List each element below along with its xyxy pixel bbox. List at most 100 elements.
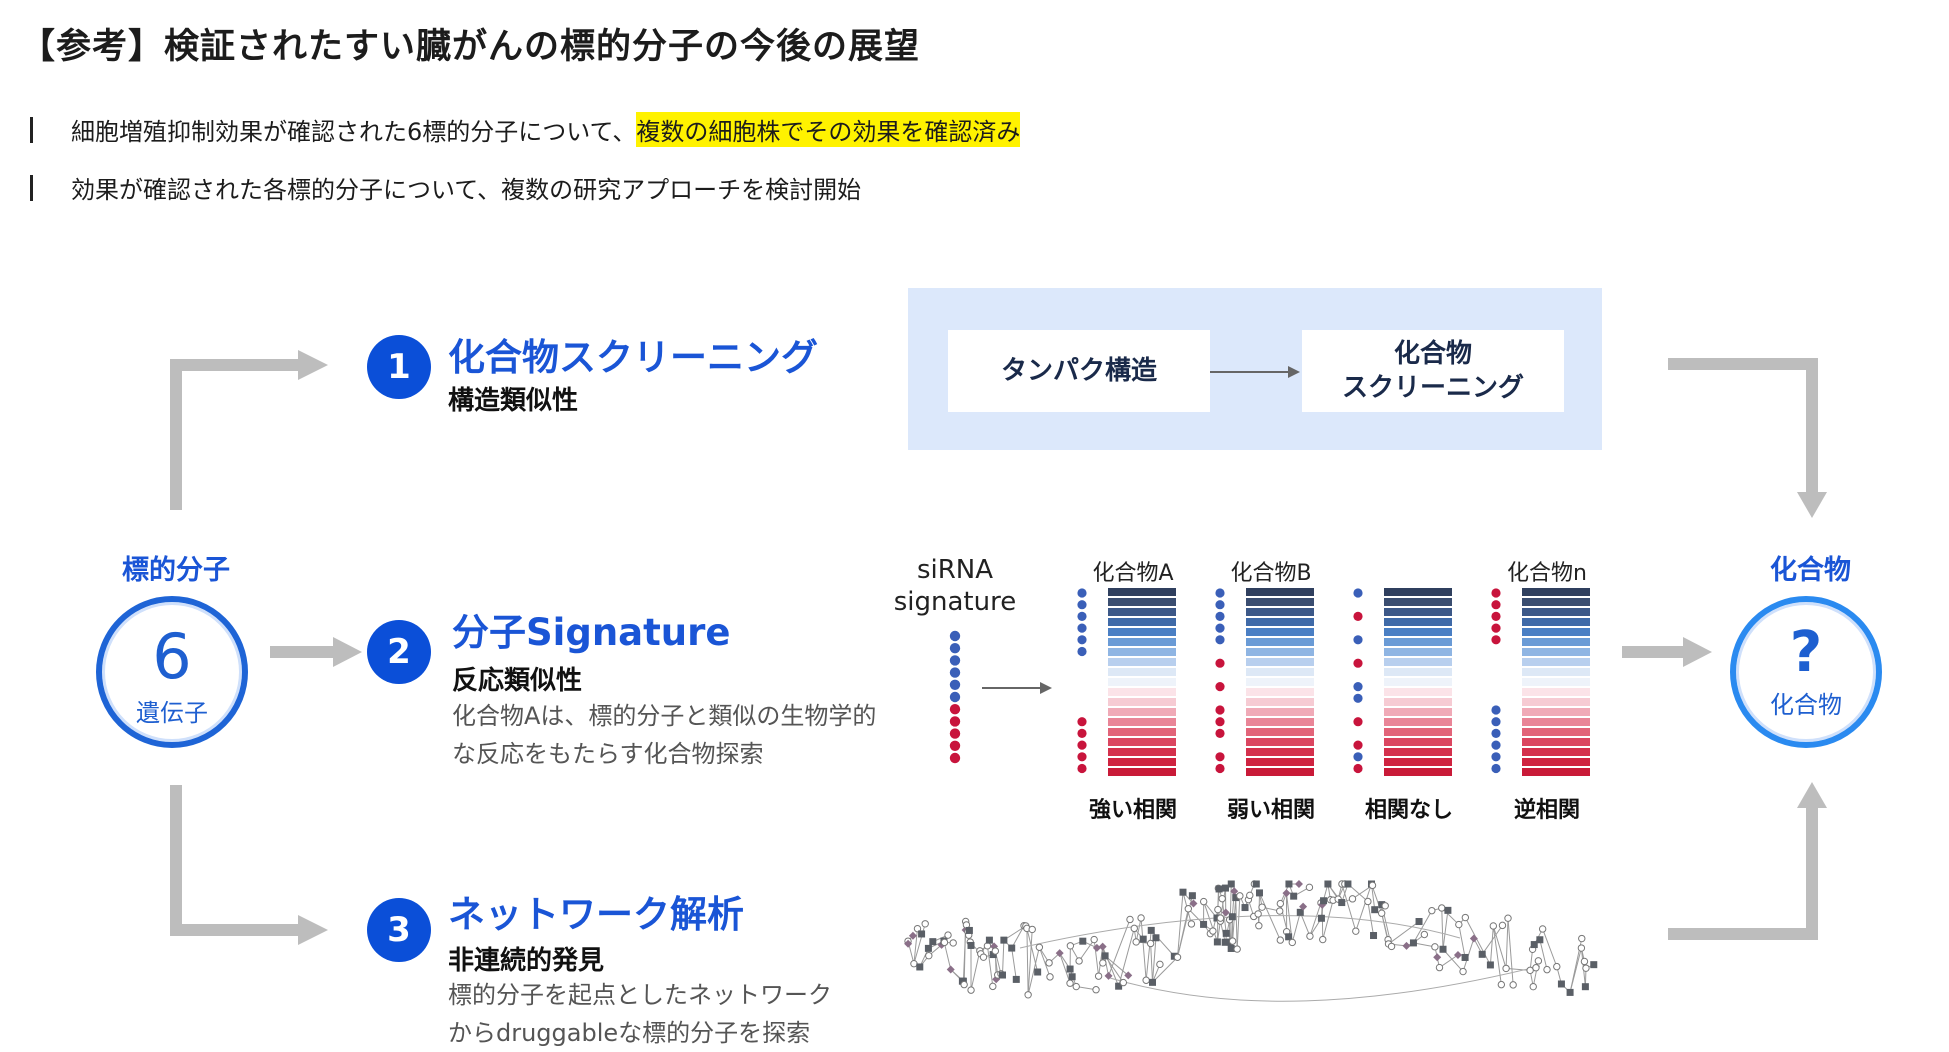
target-molecule-circle: 6 遺伝子 (96, 596, 248, 748)
heatmap-stripe (1108, 628, 1176, 636)
network-node (1222, 908, 1230, 916)
sirna-dot (950, 667, 960, 677)
network-edge (1493, 926, 1506, 968)
network-node (1567, 989, 1574, 996)
heatmap-stripe (1246, 688, 1314, 696)
network-edge (1237, 896, 1240, 949)
heatmap-dot (1491, 729, 1500, 738)
heatmap-stripe (1522, 748, 1590, 756)
network-node (1429, 907, 1435, 913)
heatmap-dot (1353, 741, 1362, 750)
network-node (1382, 903, 1388, 909)
heatmap-stripe (1384, 688, 1452, 696)
network-node (1228, 881, 1235, 888)
network-node (1371, 906, 1378, 913)
sirna-dot (950, 631, 960, 641)
network-node (1306, 884, 1312, 890)
heatmap-stripe (1246, 658, 1314, 666)
heatmap-dot (1077, 600, 1086, 609)
network-node (1579, 935, 1585, 941)
heatmap-dot (1215, 624, 1224, 633)
step-3-title: ネットワーク解析 (448, 884, 744, 938)
heatmap-dot (1215, 764, 1224, 773)
signature-arrow (982, 678, 1054, 698)
signature-heatmaps (1070, 588, 1600, 780)
network-node (1000, 937, 1007, 944)
network-node (1214, 938, 1221, 945)
heatmap-dot (1491, 764, 1500, 773)
question-icon: ? (1736, 620, 1876, 685)
sirna-dot (950, 655, 960, 665)
heatmap-stripe (1108, 638, 1176, 646)
network-edge (1012, 948, 1017, 979)
arrow-from-panel (1668, 364, 1812, 495)
network-node (1036, 944, 1042, 950)
heatmap-dot (1491, 741, 1500, 750)
network-node (1256, 923, 1262, 929)
heatmap-dot (1491, 752, 1500, 761)
network-edge (1027, 928, 1028, 994)
heatmap-dot (1491, 600, 1500, 609)
heatmap-stripe (1384, 658, 1452, 666)
network-node (1344, 881, 1351, 888)
network-node (1008, 945, 1015, 952)
network-node (1510, 982, 1516, 988)
heatmap-stripe (1246, 728, 1314, 736)
network-edge (1002, 940, 1003, 975)
heatmap-stripe (1108, 728, 1176, 736)
network-node (967, 942, 974, 949)
network-node (1433, 953, 1441, 961)
network-node (1505, 915, 1511, 921)
network-node (1073, 983, 1079, 989)
heatmap-stripe (1384, 728, 1452, 736)
no-correlation-label: 相関なし (1349, 792, 1469, 824)
network-node (1255, 911, 1261, 917)
network-node (1277, 908, 1283, 914)
heatmap-dot (1215, 682, 1224, 691)
network-node (1378, 910, 1384, 916)
sirna-dot (950, 692, 960, 702)
heatmap-dot (1353, 717, 1362, 726)
protein-structure-box: タンパク構造 (948, 330, 1210, 412)
network-node (1219, 895, 1225, 901)
network-node (1436, 964, 1442, 970)
step-3-desc-line1: 標的分子を起点としたネットワーク (448, 976, 832, 1014)
heatmap-dot (1077, 588, 1086, 597)
compound-sub-label: 化合物 (1736, 685, 1876, 720)
network-node (1174, 954, 1180, 960)
heatmap-stripe (1384, 648, 1452, 656)
heatmap-dot (1353, 682, 1362, 691)
heatmap-dot (1215, 659, 1224, 668)
network-node (1100, 960, 1106, 966)
arrow-to-step1 (176, 365, 300, 510)
heatmap-dot (1491, 635, 1500, 644)
heatmap-stripe (1522, 648, 1590, 656)
network-edge (1141, 918, 1146, 980)
network-node (1029, 926, 1035, 932)
network-edge (1110, 966, 1540, 1001)
network-node (1242, 904, 1249, 911)
heatmap-stripe (1246, 638, 1314, 646)
heatmap-dot (1215, 600, 1224, 609)
network-node (1013, 976, 1020, 983)
heatmap-stripe (1522, 628, 1590, 636)
network-node (1290, 893, 1297, 900)
network-node (1157, 961, 1163, 967)
heatmap-stripe (1108, 588, 1176, 596)
heatmap-dot (1215, 705, 1224, 714)
network-node (941, 939, 947, 945)
heatmap-stripe (1108, 668, 1176, 676)
network-node (1289, 939, 1295, 945)
gene-count: 6 (102, 620, 242, 693)
network-edge (1540, 940, 1547, 970)
heatmap-stripe (1384, 718, 1452, 726)
heatmap-stripe (1384, 638, 1452, 646)
heatmap-stripe (1384, 698, 1452, 706)
heatmap-stripe (1384, 598, 1452, 606)
sirna-dot (950, 704, 960, 714)
heatmap-stripe (1384, 748, 1452, 756)
network-edge (1508, 918, 1513, 985)
network-node (1025, 992, 1031, 998)
network-node (918, 930, 925, 937)
network-node (1544, 966, 1550, 972)
